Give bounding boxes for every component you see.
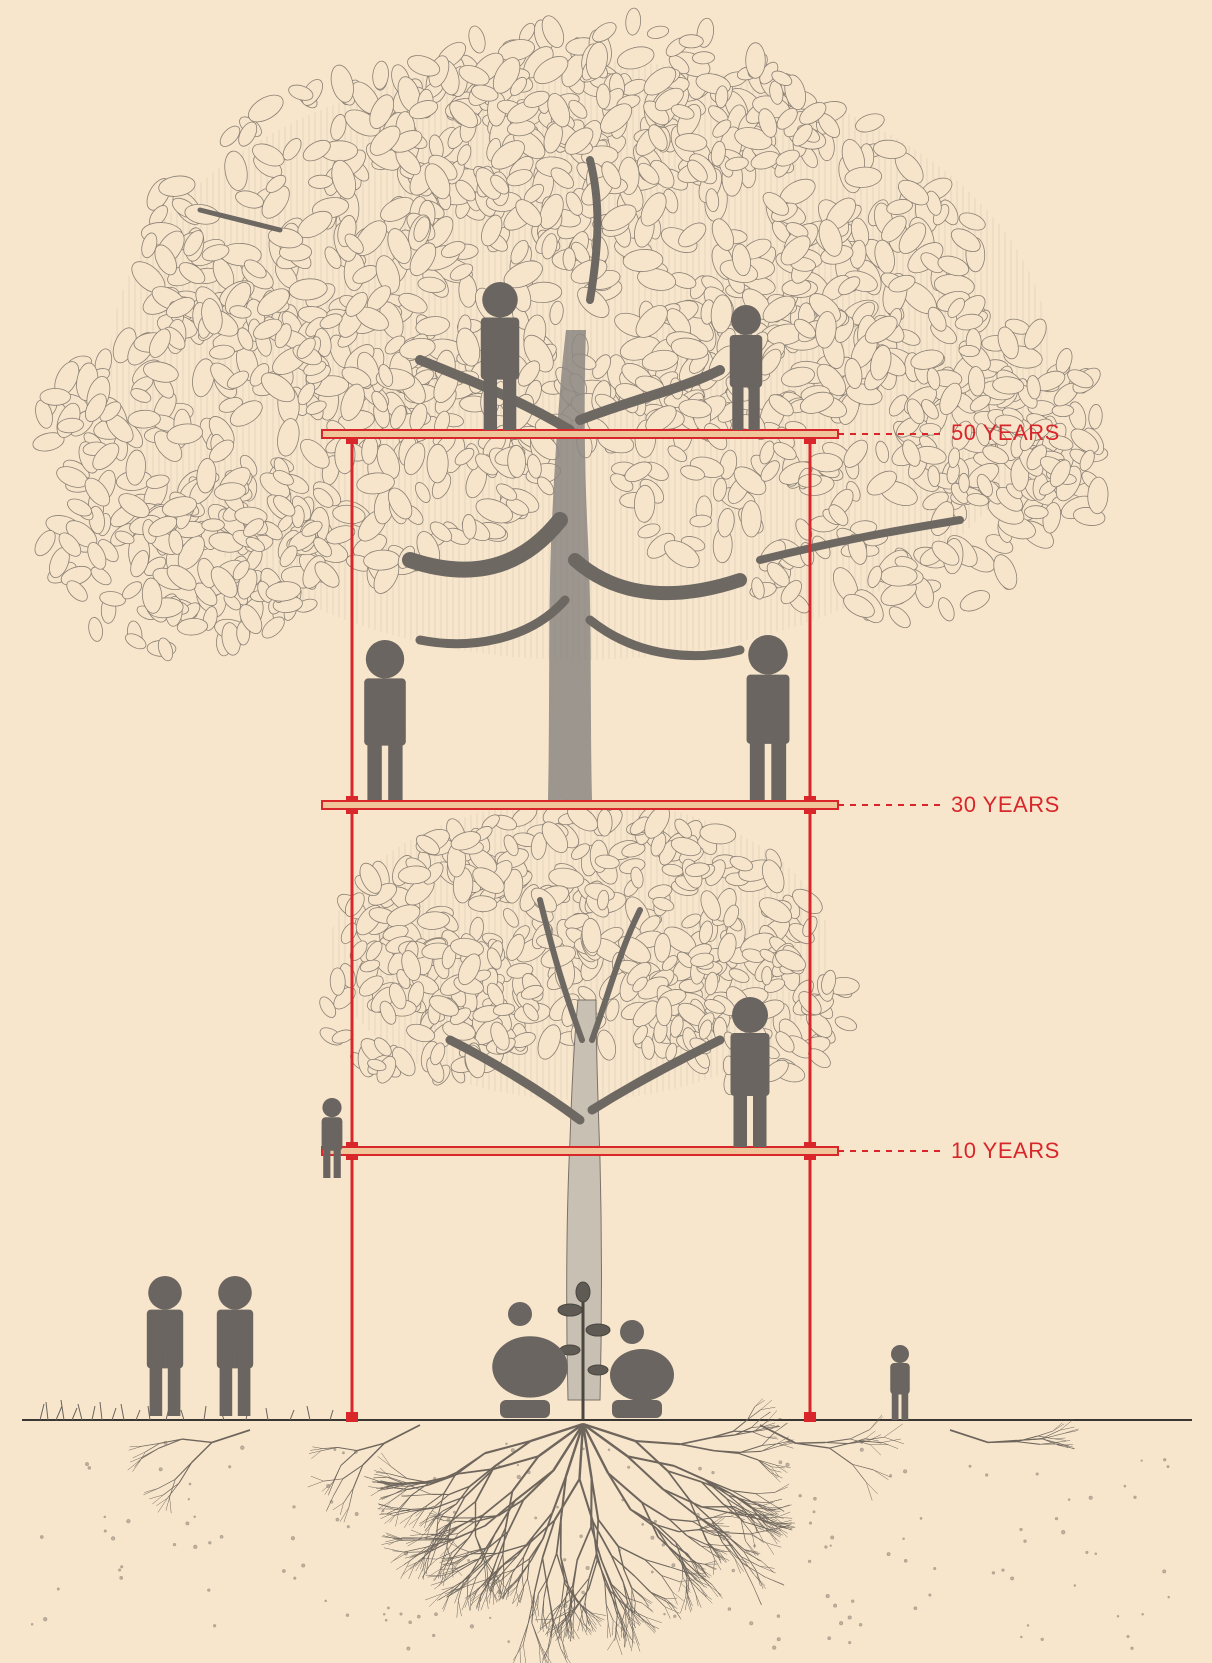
- person-icon: [747, 635, 790, 800]
- person-icon: [731, 997, 770, 1147]
- person-icon: [364, 640, 406, 800]
- person-icon: [147, 1276, 183, 1416]
- person-icon: [322, 1098, 343, 1178]
- person-icon: [890, 1345, 910, 1420]
- roots-icon: [31, 1399, 1169, 1663]
- person-icon: [492, 1302, 568, 1418]
- level-label-10-years: 10 YEARS: [951, 1140, 1060, 1162]
- sapling-icon: [558, 1282, 610, 1420]
- level-label-50-years: 50 YEARS: [951, 422, 1060, 444]
- person-icon: [217, 1276, 253, 1416]
- level-label-30-years: 30 YEARS: [951, 794, 1060, 816]
- platform-50-years: [322, 430, 838, 438]
- platform-30-years: [322, 801, 838, 809]
- platform-10-years: [322, 1147, 838, 1155]
- person-icon: [610, 1320, 674, 1418]
- grass-tufts: [40, 1400, 333, 1420]
